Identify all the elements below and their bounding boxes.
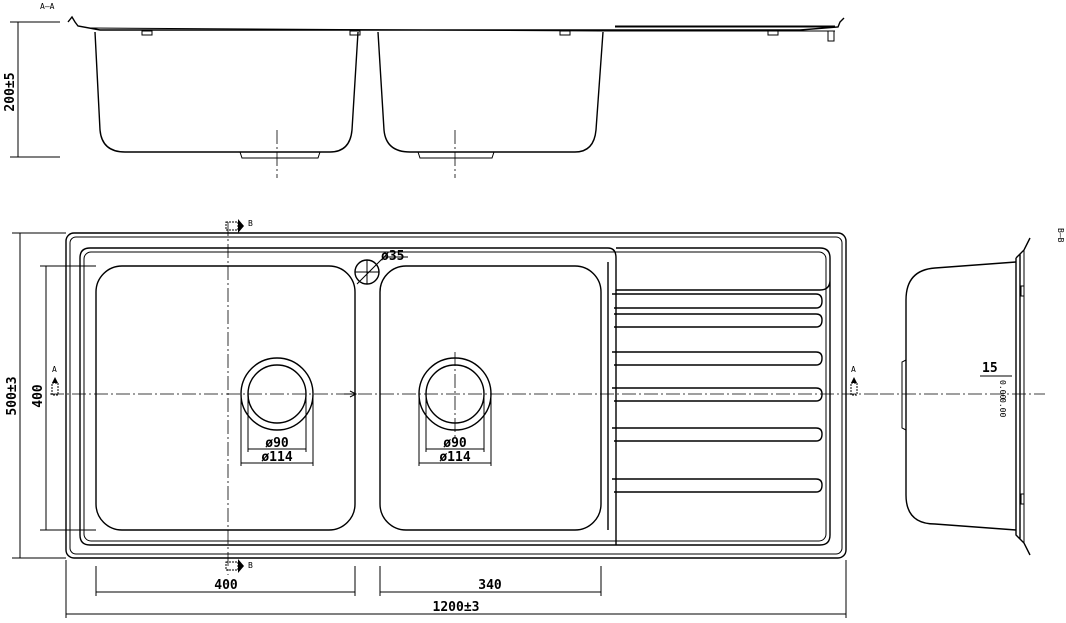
flow-arrow (344, 390, 358, 398)
left-bowl-outline (95, 265, 356, 531)
section-b-label: B (248, 561, 253, 570)
clip-mark (827, 30, 835, 42)
rim-inner-line (89, 27, 835, 32)
right-bowl-profile (377, 31, 604, 153)
left-outlet-inner-dia: ø90 (265, 436, 289, 451)
right-bowl-width-label: 340 (478, 578, 502, 593)
section-a-label: A (52, 365, 57, 374)
right-bowl-outlet (417, 151, 495, 159)
side-clip (1020, 493, 1025, 505)
clip-mark (559, 30, 571, 36)
plan-view: ø35 B B A A (5, 219, 880, 618)
thickness-dim-label-2: 0.00 (998, 398, 1007, 417)
right-bowl-outline (379, 265, 602, 531)
section-b-marker-bottom: B (225, 559, 253, 573)
height-dimension-label: 200±5 (3, 72, 18, 111)
drainboard-grooves (607, 262, 823, 545)
section-b-marker-top: B (225, 219, 253, 233)
left-outlet-dimensions: ø90 ø114 (240, 394, 314, 466)
tap-hole-label: ø35 (381, 249, 404, 264)
section-a-label: A (851, 365, 856, 374)
side-outlet (901, 359, 907, 431)
flange-dim-label: 15 (982, 361, 998, 376)
sink-rim-line (67, 15, 845, 31)
drainboard-ribs (615, 25, 835, 28)
left-bowl-width-label: 400 (214, 578, 238, 593)
overall-width-label: 1200±3 (433, 600, 480, 615)
sink-outer-edge-inner (69, 236, 843, 555)
section-b-b-tag: B—B (1056, 228, 1065, 243)
sink-outer-edge (65, 232, 847, 559)
right-outlet-outer-dia: ø114 (439, 450, 470, 465)
side-clip (1020, 285, 1025, 297)
right-outlet-inner-dia: ø90 (443, 436, 467, 451)
clip-mark (767, 30, 779, 36)
bowl-depth-label: 400 (31, 384, 46, 408)
section-a-marker-right: A (850, 365, 858, 396)
thickness-dim-label: 0.00 (998, 380, 1007, 399)
section-b-label: B (248, 219, 253, 228)
tap-hole-leader (356, 256, 385, 285)
overall-depth-label: 500±3 (5, 376, 20, 415)
deck-outline (79, 247, 831, 546)
clip-mark (349, 30, 361, 36)
clip-mark (141, 30, 153, 36)
right-outlet-dimensions: ø90 ø114 (418, 394, 492, 466)
section-a-a: A—A 200±5 (3, 2, 845, 178)
section-a-marker-left: A (51, 365, 59, 396)
deck-inner-line (83, 251, 827, 542)
left-bowl-outlet (239, 151, 321, 159)
side-bowl-profile (905, 261, 1017, 531)
section-a-a-tag: A—A (40, 2, 55, 11)
left-bowl-profile (94, 31, 359, 153)
left-outlet-outer-dia: ø114 (261, 450, 292, 465)
section-b-b: B—B 15 0.00 0.00 (880, 228, 1065, 556)
